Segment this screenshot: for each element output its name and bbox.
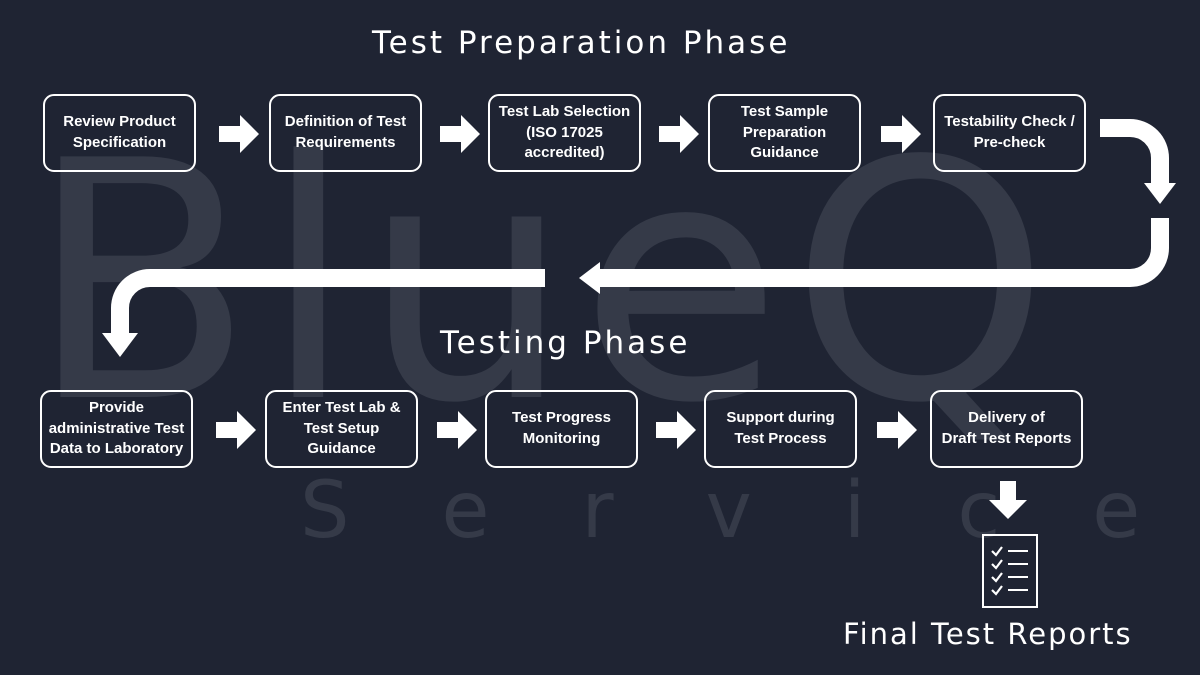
step-enter-test-lab: Enter Test Lab &Test Setup Guidance xyxy=(265,390,418,468)
final-test-reports-label: Final Test Reports xyxy=(843,617,1133,651)
right-arrow-icon xyxy=(877,411,917,449)
preparation-phase-title: Test Preparation Phase xyxy=(372,25,791,61)
testing-phase-title: Testing Phase xyxy=(440,325,691,361)
right-arrow-icon xyxy=(216,411,256,449)
step-testability-check: Testability Check /Pre-check xyxy=(933,94,1086,172)
down-arrow-icon xyxy=(1144,183,1176,204)
connector-bend-down-left xyxy=(111,269,545,336)
connector-return-line xyxy=(598,218,1169,287)
right-arrow-icon xyxy=(659,115,699,153)
connector-bend-down-right xyxy=(1100,119,1169,186)
tagline-watermark: Services xyxy=(300,466,1200,556)
right-arrow-icon xyxy=(437,411,477,449)
left-arrow-icon xyxy=(579,262,600,294)
right-arrow-icon xyxy=(656,411,696,449)
down-arrow-icon xyxy=(102,333,138,357)
right-arrow-icon xyxy=(881,115,921,153)
right-arrow-icon xyxy=(440,115,480,153)
right-arrow-icon xyxy=(219,115,259,153)
checklist-icon xyxy=(982,534,1038,608)
down-arrow-icon xyxy=(989,481,1027,519)
